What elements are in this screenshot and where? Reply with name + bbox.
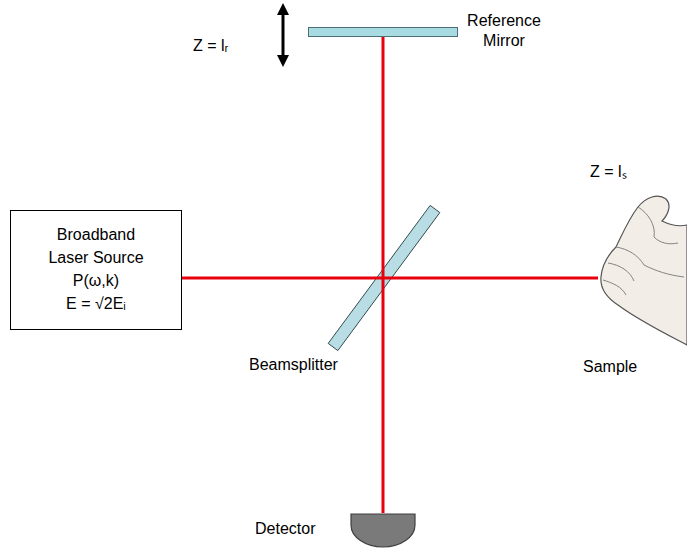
reference-mirror: Reference Mirror <box>308 27 458 37</box>
detector: Detector <box>350 513 416 549</box>
sample-hand: Sample <box>598 185 687 380</box>
detector-body <box>351 514 415 547</box>
translation-double-arrow <box>282 9 285 61</box>
detector-label: Detector <box>255 519 315 539</box>
reference-mirror-outline <box>308 27 458 37</box>
sample-position-label: Z = lₛ <box>590 162 627 182</box>
mirror-plate <box>309 28 458 37</box>
beam-through-splitter <box>382 203 385 353</box>
light-beam <box>382 353 385 513</box>
laser-source-box: Broadband Laser SourceP(ω,k)E = √2Eᵢ <box>10 210 182 330</box>
detector-outline <box>350 513 416 549</box>
sample-label: Sample <box>583 357 637 377</box>
beamsplitter-label: Beamsplitter <box>249 355 338 375</box>
sample-hand-outline <box>598 185 687 380</box>
reference-position-label: Z = lᵣ <box>193 36 228 56</box>
light-beam <box>382 37 385 203</box>
light-beam <box>182 277 325 280</box>
spectrum-label: P(ω,k) <box>19 269 173 292</box>
beamsplitter: Beamsplitter <box>325 203 441 353</box>
source-title: Broadband Laser Source <box>44 223 149 269</box>
hand-illustration <box>601 196 687 345</box>
field-label: E = √2Eᵢ <box>19 292 173 315</box>
mirror-label: Reference Mirror <box>460 11 548 51</box>
light-beam <box>441 277 598 280</box>
beamsplitter-outline <box>325 203 441 353</box>
